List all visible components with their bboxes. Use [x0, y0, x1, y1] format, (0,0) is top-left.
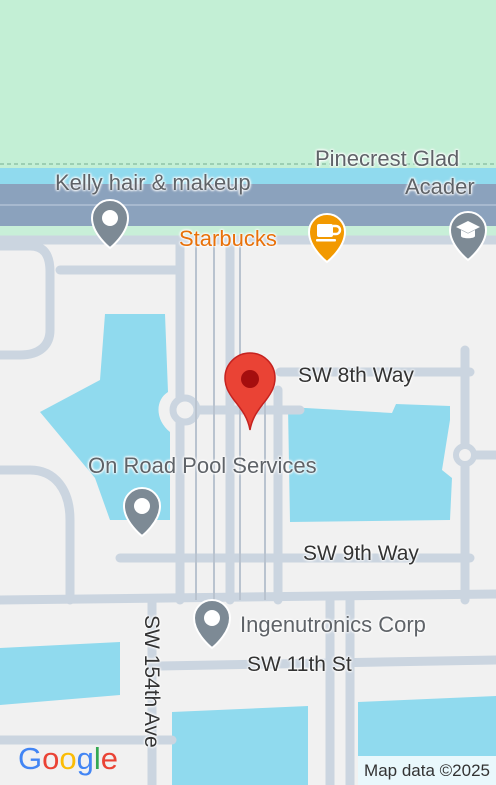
- lake-east: [288, 404, 452, 522]
- graduation-cap-icon[interactable]: [445, 206, 491, 262]
- location-dot-icon[interactable]: [190, 596, 234, 650]
- street-label-sw-11th-st: SW 11th St: [247, 653, 352, 676]
- pond-south: [172, 706, 308, 785]
- park-name-label-line2: Acader: [405, 174, 475, 199]
- poi-label-ingenutronics[interactable]: Ingenutronics Corp: [240, 612, 426, 637]
- location-dot-icon[interactable]: [120, 484, 164, 538]
- green-verge: [0, 226, 496, 236]
- pin-marker-icon[interactable]: [222, 352, 278, 432]
- poi-label-kelly[interactable]: Kelly hair & makeup: [55, 170, 251, 195]
- canal-water: [0, 168, 496, 184]
- logo-letter: g: [76, 741, 94, 776]
- roundabout: [169, 394, 201, 426]
- lake-west: [40, 314, 170, 520]
- logo-letter: o: [59, 741, 77, 776]
- logo-letter: e: [100, 741, 119, 776]
- street-label-sw-9th-way: SW 9th Way: [303, 542, 419, 565]
- poi-label-starbucks[interactable]: Starbucks: [179, 226, 277, 251]
- park-area: [0, 0, 496, 168]
- pond-southwest: [0, 642, 120, 705]
- map-attribution[interactable]: Map data ©2025: [358, 756, 496, 785]
- road-edges: [195, 240, 266, 600]
- street-label-sw-8th-way: SW 8th Way: [298, 364, 414, 387]
- minor-roads: [0, 235, 496, 785]
- coffee-cup-icon[interactable]: [305, 208, 349, 264]
- park-name-label: Pinecrest Glad: [315, 146, 460, 171]
- roundabout-east: [453, 443, 477, 467]
- street-label-sw-154th-ave: SW 154th Ave: [140, 615, 163, 748]
- poi-label-pool-services[interactable]: On Road Pool Services: [88, 453, 317, 478]
- logo-letter: o: [42, 741, 60, 776]
- location-dot-icon[interactable]: [88, 196, 132, 250]
- google-logo: Google: [18, 741, 118, 777]
- logo-letter: G: [18, 741, 43, 776]
- logo-letter: l: [93, 741, 101, 776]
